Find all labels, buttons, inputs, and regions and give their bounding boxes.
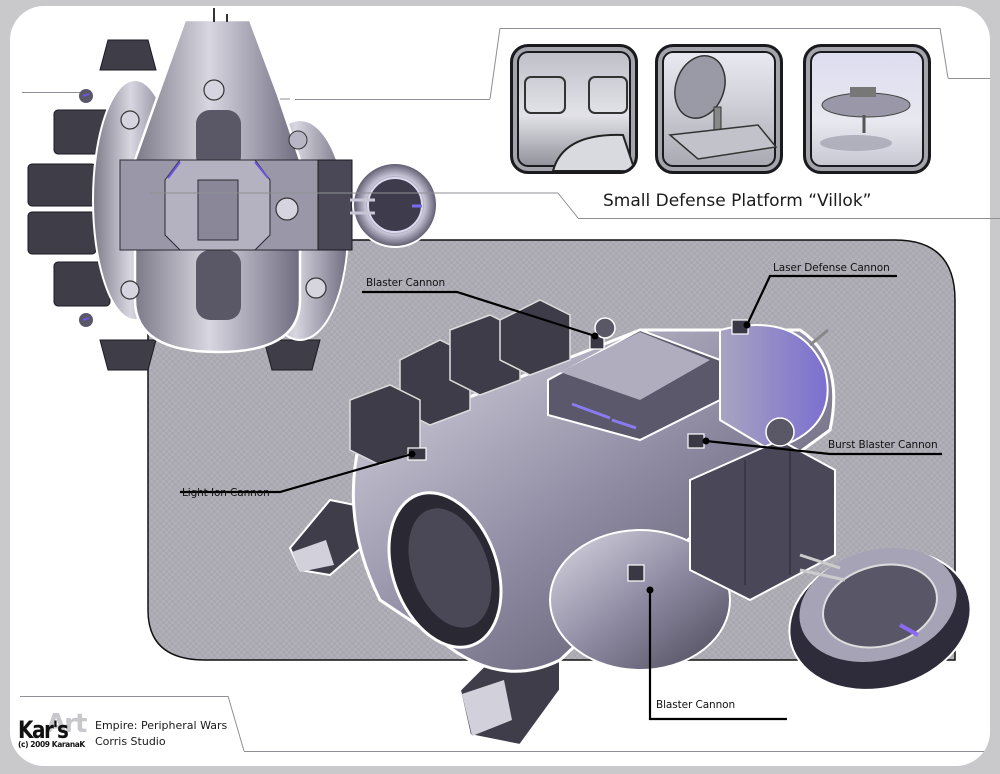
leader-lines <box>180 274 942 721</box>
leader-burst-blaster-cannon <box>705 439 942 456</box>
frame-rule-credits-top <box>20 696 228 697</box>
credit-project: Empire: Peripheral Wars <box>95 719 228 732</box>
callout-blaster-cannon-top: Blaster Cannon <box>366 277 446 289</box>
interior-corridor-thumbnail <box>510 44 638 174</box>
logo-copyright: (c) 2009 KaranaK <box>18 740 85 749</box>
platform-side-sketch <box>820 87 911 151</box>
leader-laser-defense-cannon <box>746 274 897 326</box>
callout-blaster-cannon-bottom: Blaster Cannon <box>656 699 736 711</box>
radar-dish-sketch <box>668 55 778 160</box>
leader-blaster-cannon-bottom <box>648 590 787 721</box>
callout-light-ion-cannon: Light Ion Cannon <box>182 487 270 499</box>
frame-rule-mid-left <box>295 99 490 100</box>
frame-rule-top <box>500 28 940 29</box>
top-down-plan-view <box>27 8 438 371</box>
callout-burst-blaster-cannon: Burst Blaster Cannon <box>828 439 938 451</box>
perspective-3d-view <box>288 299 972 747</box>
callout-laser-defense-cannon: Laser Defense Cannon <box>773 262 890 274</box>
leader-light-ion-cannon <box>180 452 413 494</box>
frame-rule-right-short <box>948 78 990 79</box>
leader-blaster-cannon-top <box>362 290 596 338</box>
logo-main: Kar's <box>18 715 69 744</box>
logo-overlay: Art <box>46 709 87 739</box>
credit-studio: Corris Studio <box>95 735 166 748</box>
kars-art-logo: Art Kar's (c) 2009 KaranaK <box>18 709 92 749</box>
platform-side-view-thumbnail <box>803 44 931 174</box>
corridor-sketch <box>524 76 635 171</box>
platform-title: Small Defense Platform “Villok” <box>603 191 872 211</box>
lower-dome <box>549 529 731 671</box>
frame-rule-title-underline <box>578 218 1000 219</box>
frame-rule-bottom <box>244 751 984 752</box>
nose-dome <box>719 324 829 452</box>
radar-dish-thumbnail <box>655 44 783 174</box>
frame-rule-top-left <box>22 92 92 93</box>
